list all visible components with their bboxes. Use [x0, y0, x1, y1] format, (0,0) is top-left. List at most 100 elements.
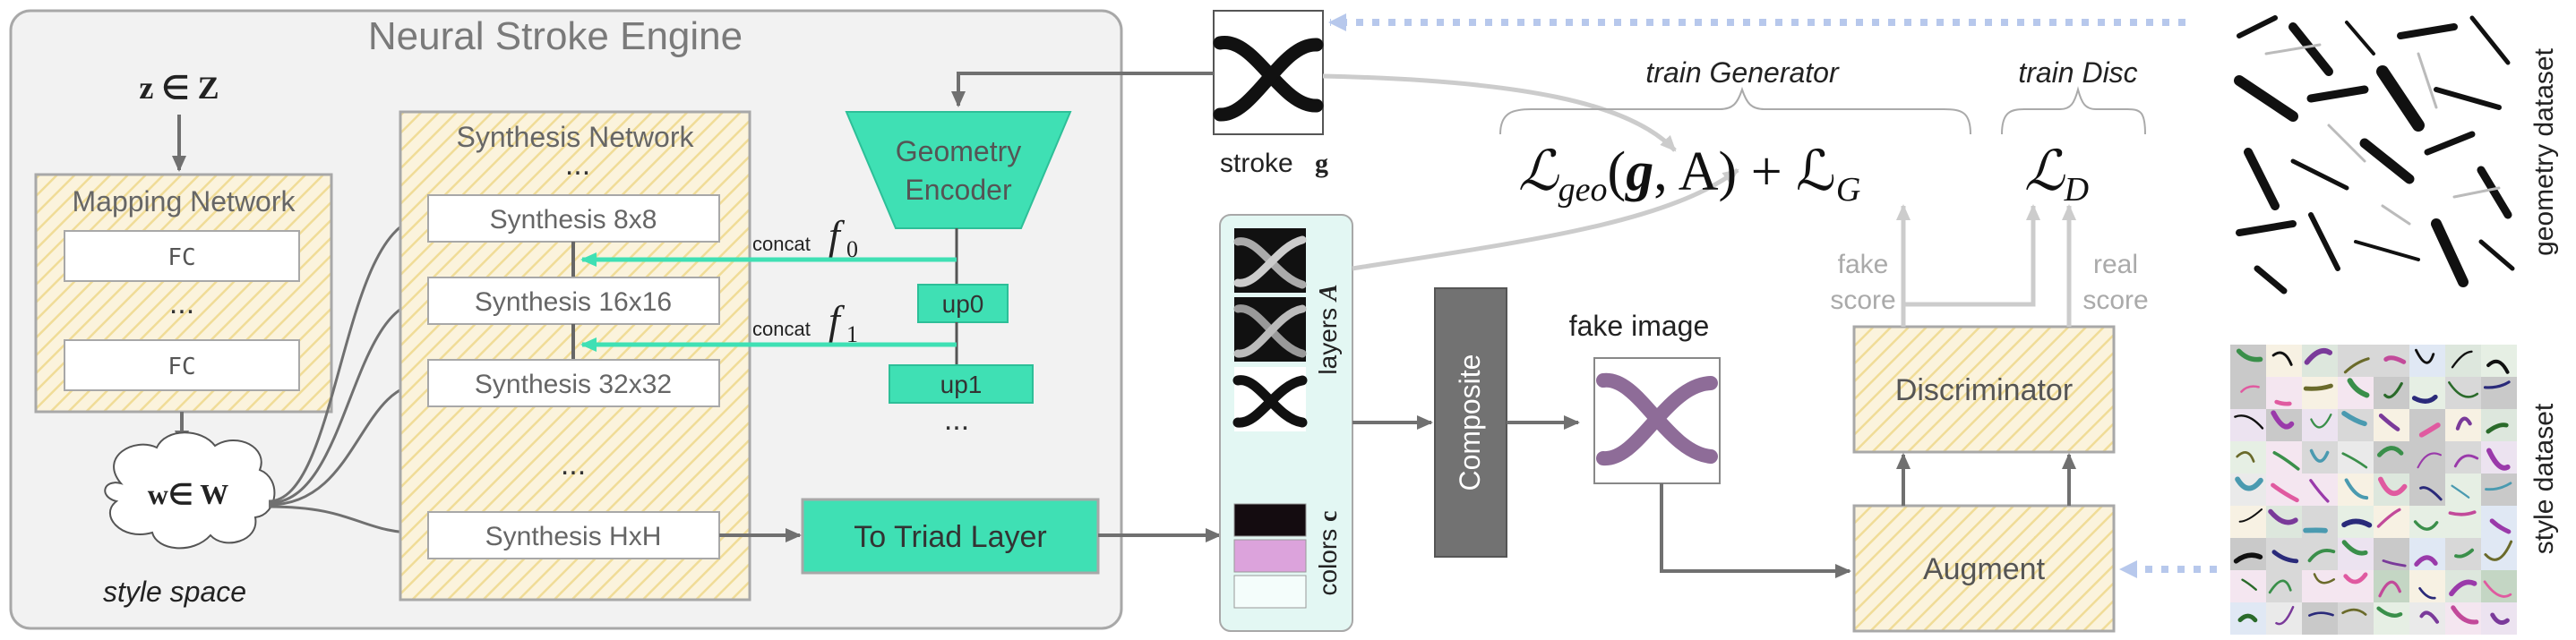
f0-subscript: 0 [846, 236, 858, 262]
geometry-dataset-faint-strokes [2264, 43, 2501, 226]
style-dataset-label: style dataset [2529, 403, 2559, 554]
train-disc-target: Disc [2082, 56, 2137, 89]
loss-geo-rest: , A) + ℒ [1653, 141, 1836, 202]
colors-label: colors c [1314, 511, 1343, 596]
style-tile-stroke [2344, 478, 2369, 500]
discriminator-label: Discriminator [1895, 373, 2073, 407]
f1-subscript: 1 [846, 321, 858, 347]
color-swatch-white [1233, 575, 1307, 609]
style-tile-stroke [2415, 348, 2435, 364]
loss-generator-formula: ℒgeo(g, A) + ℒG [1518, 141, 1860, 209]
style-space-label: style space [103, 576, 246, 608]
synthesis-32x32-label: Synthesis 32x32 [475, 370, 672, 399]
style-tile [2409, 570, 2445, 602]
style-tile-stroke [2309, 448, 2330, 463]
synthesis-network-title: Synthesis Network [457, 121, 695, 153]
synth-dots-mid: ... [561, 448, 586, 482]
up1-box [889, 364, 1034, 404]
style-tile-stroke [2343, 357, 2370, 374]
composite-label: Composite [1454, 354, 1486, 491]
style-tile [2481, 506, 2517, 538]
layer-1-stroke-b [1233, 235, 1307, 287]
synthesis-8x8-label: Synthesis 8x8 [490, 205, 657, 235]
style-tile-stroke [2236, 451, 2255, 463]
style-tile [2302, 441, 2338, 474]
style-tile [2230, 602, 2266, 635]
fc-bottom-box [64, 339, 300, 391]
style-tile-stroke [2271, 550, 2299, 564]
fake-image-label: fake image [1569, 310, 1710, 342]
style-tile [2445, 474, 2481, 506]
stroke-to-encoder-arrow [951, 72, 1214, 107]
fake-to-augment-arrow [1660, 483, 1851, 578]
style-tile-stroke [2233, 552, 2263, 564]
colors-var: c [1315, 511, 1343, 522]
style-tile-stroke [2341, 452, 2368, 469]
style-tile [2409, 602, 2445, 635]
style-tile-stroke [2455, 416, 2472, 431]
style-tile-stroke [2413, 520, 2439, 531]
style-tile-stroke [2378, 414, 2400, 431]
layer-1-stroke-a [1233, 237, 1307, 289]
w-label: w∈ W [148, 478, 228, 510]
style-tile [2302, 474, 2338, 506]
w-to-synth8-arrow [268, 213, 427, 503]
disc-fake-to-lossD-arrow [1903, 204, 2040, 307]
style-tile-stroke [2378, 580, 2401, 598]
fc-top-label: FC [167, 244, 195, 271]
style-tile [2374, 570, 2409, 602]
synthesis-16x16-box [427, 277, 720, 325]
style-tile-stroke [2418, 586, 2436, 600]
style-tile [2230, 441, 2266, 474]
color-swatch-pink [1233, 539, 1307, 573]
up-dots: ... [944, 403, 969, 437]
style-tile-stroke [2238, 508, 2263, 523]
style-tile [2302, 602, 2338, 635]
fc-dots: ... [169, 286, 194, 320]
fc-top-box [64, 230, 300, 282]
layer-2-stroke-a [1233, 304, 1307, 358]
geometry-dataset-strokes [2234, 15, 2515, 294]
style-tile-stroke [2419, 610, 2440, 624]
style-tile-stroke [2382, 559, 2407, 567]
style-tile-stroke [2377, 476, 2408, 497]
mapping-network-title: Mapping Network [73, 185, 296, 218]
style-tile [2302, 409, 2338, 441]
stroke-label: stroke [1220, 149, 1293, 178]
style-tile [2445, 409, 2481, 441]
style-tile-stroke [2448, 510, 2477, 516]
style-tile [2409, 441, 2445, 474]
style-tile-stroke [2235, 476, 2263, 491]
style-tile-stroke [2383, 381, 2403, 399]
train-disc-word: train [2018, 56, 2074, 89]
fake-score-line2: score [1830, 286, 1895, 315]
loss-geo-g: g [1624, 141, 1653, 202]
layers-text: layers [1314, 308, 1342, 375]
engine-title: Neural Stroke Engine [368, 14, 743, 58]
style-tile-stroke [2234, 414, 2264, 430]
geometry-encoder-line1: Geometry [896, 135, 1021, 167]
style-tile-stroke [2376, 508, 2401, 528]
style-tile [2302, 538, 2338, 570]
style-tile [2338, 602, 2374, 635]
style-tile-stroke [2241, 578, 2257, 591]
colors-text: colors [1314, 529, 1342, 596]
real-score-line1: real [2093, 250, 2138, 279]
up1-label: up1 [940, 371, 983, 398]
style-tile [2266, 538, 2302, 570]
synthesis-hxh-label: Synthesis HxH [485, 522, 662, 551]
style-tile-stroke [2237, 613, 2258, 623]
loss-d-symbol: ℒ [2024, 141, 2065, 202]
style-tile-stroke [2486, 359, 2510, 374]
style-tile-stroke [2486, 448, 2511, 471]
style-tile-stroke [2341, 411, 2367, 427]
style-tile-stroke [2484, 540, 2513, 561]
color-swatch-black [1233, 503, 1307, 537]
style-tile-stroke [2414, 555, 2438, 567]
style-tile [2374, 377, 2409, 409]
synthesis-8x8-box [427, 194, 720, 243]
style-tile-stroke [2271, 410, 2295, 430]
style-tile [2230, 377, 2266, 409]
style-tile-stroke [2307, 549, 2336, 563]
style-tile-stroke [2303, 383, 2333, 391]
